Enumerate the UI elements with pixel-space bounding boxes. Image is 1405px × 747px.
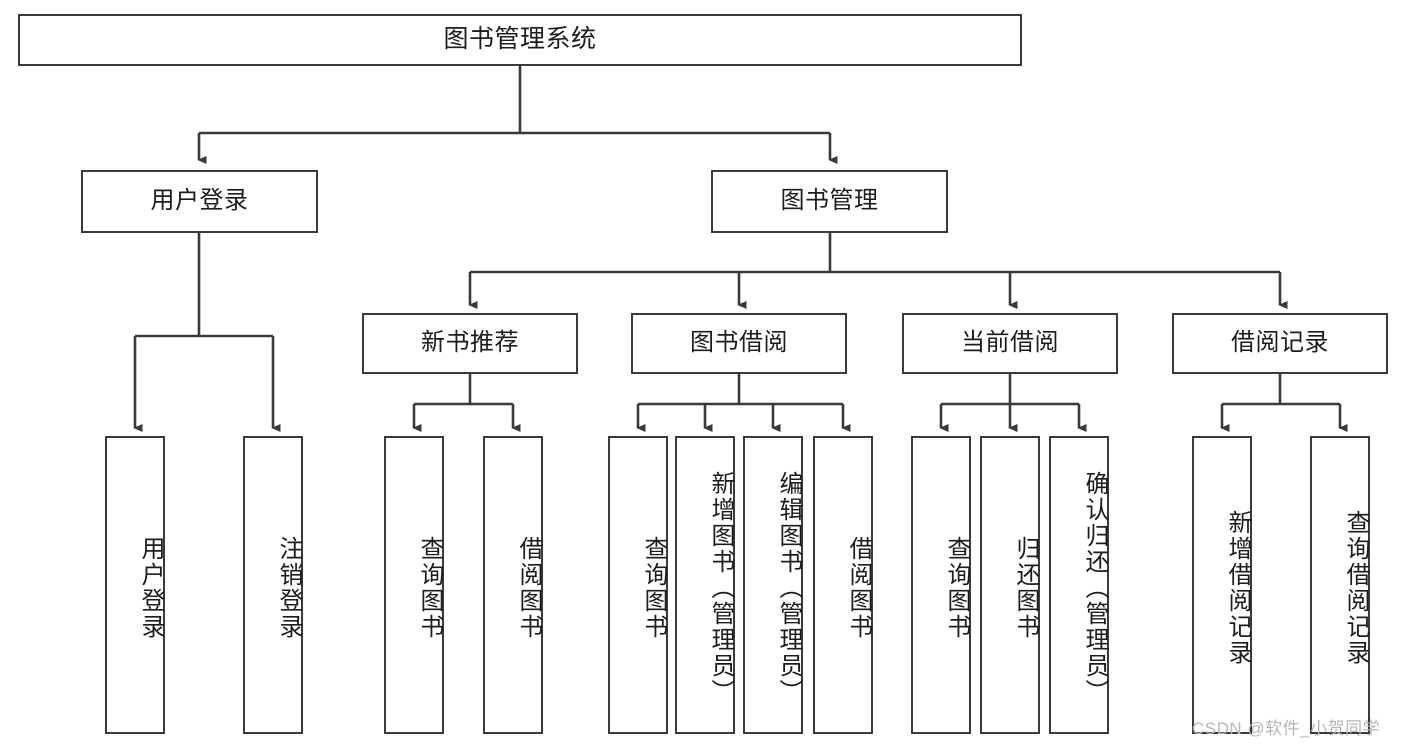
node-label: 编辑图书（管理员） — [775, 471, 802, 705]
node-book-manage[interactable]: 图书管理 — [711, 170, 948, 233]
node-leaf-add-book[interactable]: 新增图书（管理员） — [675, 436, 735, 734]
node-root-book-management-system[interactable]: 图书管理系统 — [18, 14, 1022, 66]
node-label: 借阅图书 — [845, 536, 872, 640]
node-label: 新增借阅记录 — [1224, 510, 1251, 666]
node-label: 查询图书 — [416, 536, 443, 640]
node-label: 归还图书 — [1012, 536, 1039, 640]
node-label: 当前借阅 — [961, 329, 1059, 357]
node-label: 用户登录 — [137, 536, 164, 640]
node-label: 查询借阅记录 — [1342, 510, 1369, 666]
node-label: 确认归还（管理员） — [1081, 471, 1108, 705]
node-label: 新增图书（管理员） — [707, 471, 734, 705]
node-new-book-recommend[interactable]: 新书推荐 — [362, 313, 578, 374]
node-leaf-user-login[interactable]: 用户登录 — [105, 436, 165, 734]
node-leaf-logout-login[interactable]: 注销登录 — [243, 436, 303, 734]
node-label: 图书管理系统 — [443, 25, 597, 54]
node-label: 图书管理 — [780, 187, 879, 215]
node-label: 查询图书 — [943, 536, 970, 640]
node-leaf-query-book-3[interactable]: 查询图书 — [911, 436, 971, 734]
node-leaf-query-book-2[interactable]: 查询图书 — [608, 436, 668, 734]
node-label: 借阅图书 — [515, 536, 542, 640]
node-label: 新书推荐 — [421, 329, 519, 357]
node-label: 用户登录 — [150, 187, 249, 215]
node-current-borrow[interactable]: 当前借阅 — [902, 313, 1118, 374]
node-leaf-query-record[interactable]: 查询借阅记录 — [1310, 436, 1370, 734]
node-borrow-record[interactable]: 借阅记录 — [1172, 313, 1388, 374]
node-leaf-return-book[interactable]: 归还图书 — [980, 436, 1040, 734]
node-leaf-confirm-return[interactable]: 确认归还（管理员） — [1049, 436, 1109, 734]
node-label: 借阅记录 — [1231, 329, 1329, 357]
node-leaf-borrow-book-2[interactable]: 借阅图书 — [813, 436, 873, 734]
node-leaf-borrow-book-1[interactable]: 借阅图书 — [483, 436, 543, 734]
node-leaf-query-book-1[interactable]: 查询图书 — [384, 436, 444, 734]
node-label: 注销登录 — [275, 536, 302, 640]
node-leaf-add-record[interactable]: 新增借阅记录 — [1192, 436, 1252, 734]
node-user-login[interactable]: 用户登录 — [81, 170, 318, 233]
node-label: 查询图书 — [640, 536, 667, 640]
node-leaf-edit-book[interactable]: 编辑图书（管理员） — [743, 436, 803, 734]
csdn-watermark: CSDN @软件_小贺同学 — [1192, 719, 1381, 738]
node-label: 图书借阅 — [690, 329, 788, 357]
node-book-borrow[interactable]: 图书借阅 — [631, 313, 847, 374]
